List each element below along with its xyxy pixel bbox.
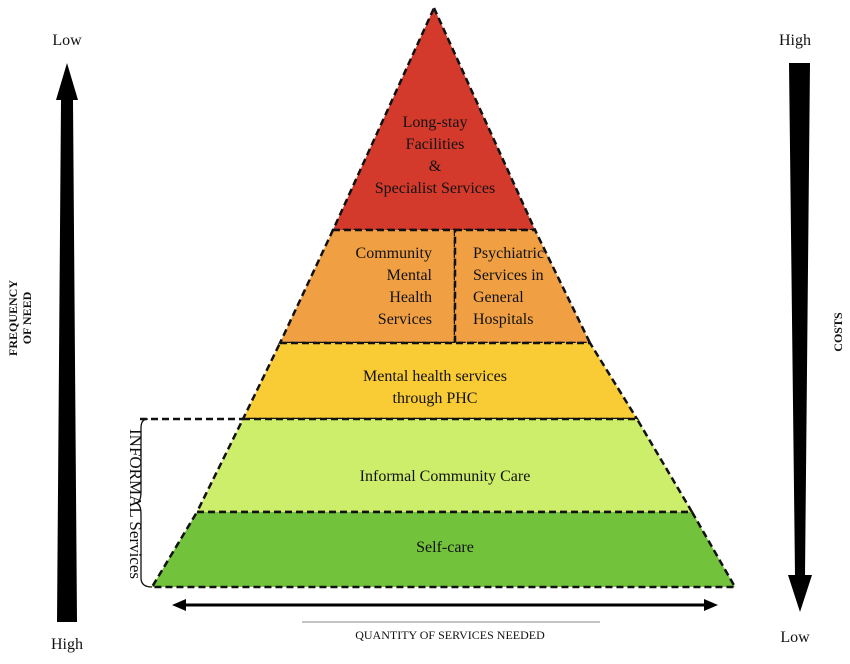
label-line: & — [428, 158, 442, 175]
label-line: Long-stay — [402, 114, 468, 131]
frequency-high-label: High — [51, 636, 83, 653]
label-line: Facilities — [405, 136, 465, 153]
label-self-care: Self-care — [300, 537, 590, 559]
label-line: Self-care — [416, 539, 474, 556]
costs-arrow — [788, 63, 812, 612]
frequency-arrow — [56, 63, 78, 622]
costs-high-label: High — [779, 32, 811, 49]
level-self-care — [149, 510, 738, 589]
label-line: Mental health services — [363, 368, 507, 385]
label-line: General — [473, 289, 524, 306]
quantity-arrow — [172, 599, 718, 611]
frequency-low-label: Low — [52, 32, 82, 49]
title-line: FREQUENCY — [6, 280, 20, 357]
label-line: Health — [389, 289, 432, 306]
label-long-stay: Long-stay Facilities & Specialist Servic… — [360, 112, 510, 200]
label-community-mental-health: Community Mental Health Services — [320, 243, 432, 331]
label-phc: Mental health services through PHC — [300, 366, 570, 410]
quantity-of-services-title: QUANTITY OF SERVICES NEEDED — [355, 628, 545, 642]
title-line: OF NEED — [20, 291, 34, 345]
label-line: Services — [377, 311, 432, 328]
label-informal-community-care: Informal Community Care — [280, 466, 610, 488]
informal-services-label: INFORMAL Services — [126, 429, 145, 579]
label-line: through PHC — [392, 390, 478, 407]
frequency-of-need-title: FREQUENCY OF NEED — [6, 263, 34, 373]
label-line: Informal Community Care — [359, 468, 531, 485]
costs-title: COSTS — [831, 312, 845, 352]
label-line: Specialist Services — [374, 180, 496, 197]
label-line: Community — [355, 245, 432, 262]
level-psychiatric-general-hospitals — [453, 228, 592, 345]
label-line: Hospitals — [473, 311, 534, 328]
costs-low-label: Low — [780, 629, 810, 646]
level-informal-community-care — [194, 417, 695, 514]
label-line: Mental — [386, 267, 432, 284]
informal-brace — [134, 418, 153, 588]
label-line: Services in — [473, 267, 544, 284]
label-psychiatric-general-hospitals: Psychiatric Services in General Hospital… — [473, 243, 583, 331]
label-line: Psychiatric — [473, 245, 545, 262]
